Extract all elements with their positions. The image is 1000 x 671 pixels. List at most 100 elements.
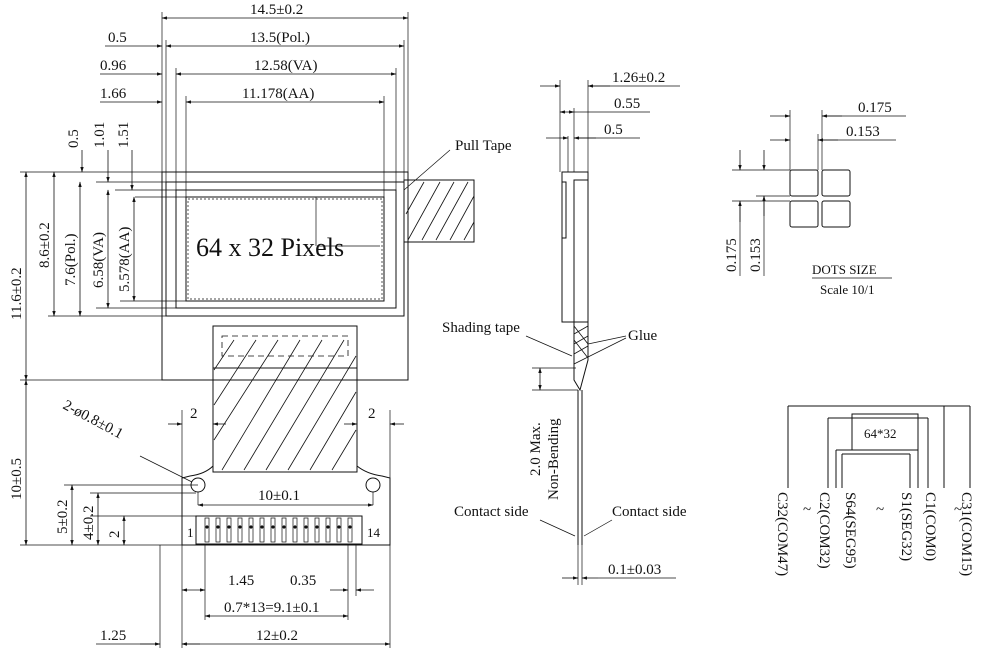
pull-tape-label: Pull Tape bbox=[455, 138, 512, 154]
contact-pins bbox=[204, 517, 353, 543]
contact-pad-area bbox=[195, 515, 363, 545]
contact-pin bbox=[292, 517, 298, 543]
dim-pol-height: 7.6(Pol.) bbox=[63, 233, 79, 286]
dim-glass-thickness: 0.55 bbox=[614, 96, 640, 112]
contact-pin bbox=[336, 517, 342, 543]
dim-tab-offset: 1.25 bbox=[100, 628, 126, 644]
dim-dot-size-h: 0.153 bbox=[846, 124, 880, 140]
contact-pin bbox=[347, 517, 353, 543]
dots-size-detail: 0.175 0.153 0.175 0.153 DOTS SIZE Scale … bbox=[724, 100, 906, 297]
dim-aa-height: 5.578(AA) bbox=[117, 227, 133, 292]
pin-label-c31: C31(COM15) bbox=[958, 492, 974, 576]
contact-pin-dot bbox=[249, 525, 253, 529]
dim-pol-width: 13.5(Pol.) bbox=[250, 30, 310, 46]
dim-pol-thickness: 0.5 bbox=[604, 122, 623, 138]
dim-hole-height: 5±0.2 bbox=[55, 500, 71, 534]
shading-tape-label: Shading tape bbox=[442, 320, 520, 336]
contact-pin bbox=[237, 517, 243, 543]
dim-tab-width: 12±0.2 bbox=[256, 628, 298, 644]
dot-2 bbox=[821, 169, 851, 197]
side-fpc-bend bbox=[573, 322, 589, 392]
dim-fpc-thickness: 0.1±0.03 bbox=[608, 562, 661, 578]
range-tilde-3: ~ bbox=[954, 502, 962, 518]
dim-pin-width: 0.35 bbox=[290, 573, 316, 589]
contact-pin-dot bbox=[260, 525, 264, 529]
contact-pin bbox=[325, 517, 331, 543]
dim-vert-offset-pol: 0.5 bbox=[66, 129, 82, 148]
dim-va-width: 12.58(VA) bbox=[254, 58, 317, 74]
dim-total-width: 14.5±0.2 bbox=[250, 2, 303, 18]
dim-offset-va: 0.96 bbox=[100, 58, 127, 74]
pin-label-s64: S64(SEG95) bbox=[842, 492, 858, 569]
dim-module-thickness: 1.26±0.2 bbox=[612, 70, 665, 86]
contact-pin-dot bbox=[293, 525, 297, 529]
pin-mapping-diagram: 64*32 C32(COM47) C2(COM32) S64(SEG95) S1… bbox=[774, 405, 974, 576]
dot-1 bbox=[789, 169, 819, 197]
contact-side-left-label: Contact side bbox=[454, 504, 529, 520]
dim-aa-width: 11.178(AA) bbox=[242, 86, 314, 102]
side-view: 1.26±0.2 0.55 0.5 Shading tape Glue 2.0 bbox=[442, 70, 687, 585]
dim-pin-offset: 1.45 bbox=[228, 573, 254, 589]
pin-14-label: 14 bbox=[367, 525, 381, 540]
bend-note-line-1: 2.0 Max. bbox=[528, 422, 544, 476]
pin-1-label: 1 bbox=[187, 525, 194, 540]
contact-pin bbox=[303, 517, 309, 543]
dim-fpc-height: 10±0.5 bbox=[9, 458, 25, 500]
pin-label-c1: C1(COM0) bbox=[922, 492, 938, 561]
dim-offset-aa: 1.66 bbox=[100, 86, 127, 102]
contact-pin bbox=[204, 517, 210, 543]
range-tilde-2: ~ bbox=[876, 502, 884, 518]
front-view: 1 14 64 x 32 Pixels Pull Tape 14.5±0.2 1… bbox=[9, 2, 512, 648]
dim-dot-pitch-h: 0.175 bbox=[858, 100, 892, 116]
dim-total-height: 11.6±0.2 bbox=[9, 267, 25, 320]
contact-pin-dot bbox=[304, 525, 308, 529]
mounting-hole-label: 2-ø0.8±0.1 bbox=[60, 397, 126, 442]
contact-pin-dot bbox=[315, 525, 319, 529]
dim-hole-spacing: 10±0.1 bbox=[258, 488, 300, 504]
contact-pin-dot bbox=[238, 525, 242, 529]
dots-size-title: DOTS SIZE bbox=[812, 262, 877, 277]
dim-offset-pol: 0.5 bbox=[108, 30, 127, 46]
contact-pin bbox=[270, 517, 276, 543]
contact-pin-dot bbox=[326, 525, 330, 529]
fpc-tail bbox=[181, 325, 391, 546]
dim-pad-length: 2 bbox=[107, 531, 123, 539]
active-area bbox=[185, 196, 385, 302]
bend-note-line-2: Non-Bending bbox=[546, 418, 562, 500]
contact-pin bbox=[259, 517, 265, 543]
dim-glass-height: 8.6±0.2 bbox=[37, 222, 53, 268]
pull-tape bbox=[403, 179, 475, 243]
contact-pin bbox=[314, 517, 320, 543]
contact-pin bbox=[215, 517, 221, 543]
dots-scale-label: Scale 10/1 bbox=[820, 282, 875, 297]
contact-pin-dot bbox=[337, 525, 341, 529]
contact-pin-dot bbox=[205, 525, 209, 529]
glass-outline bbox=[161, 171, 409, 381]
contact-pin-dot bbox=[282, 525, 286, 529]
contact-pin bbox=[281, 517, 287, 543]
polarizer-outline bbox=[165, 181, 405, 317]
dim-dot-size-v: 0.153 bbox=[748, 238, 764, 272]
contact-pin-dot bbox=[348, 525, 352, 529]
pin-label-s1: S1(SEG32) bbox=[898, 492, 914, 561]
dim-dot-pitch-v: 0.175 bbox=[724, 238, 740, 272]
glue-label: Glue bbox=[628, 328, 658, 344]
contact-pin-dot bbox=[216, 525, 220, 529]
range-tilde-1: ~ bbox=[803, 502, 811, 518]
dim-va-height: 6.58(VA) bbox=[91, 232, 107, 288]
pixel-border bbox=[187, 198, 383, 300]
dim-tab-right: 2 bbox=[368, 406, 376, 422]
matrix-label: 64*32 bbox=[864, 426, 897, 441]
contact-pin-dot bbox=[227, 525, 231, 529]
viewing-area bbox=[175, 189, 397, 309]
contact-pin bbox=[248, 517, 254, 543]
dim-vert-offset-va: 1.01 bbox=[92, 122, 108, 148]
dot-3 bbox=[789, 200, 819, 228]
dim-contact-length: 4±0.2 bbox=[81, 506, 97, 540]
shading-tape-hatch bbox=[573, 325, 589, 365]
dim-pin-pitch: 0.7*13=9.1±0.1 bbox=[224, 600, 319, 616]
contact-pin bbox=[226, 517, 232, 543]
pin-label-c2: C2(COM32) bbox=[816, 492, 832, 569]
contact-side-right-label: Contact side bbox=[612, 504, 687, 520]
